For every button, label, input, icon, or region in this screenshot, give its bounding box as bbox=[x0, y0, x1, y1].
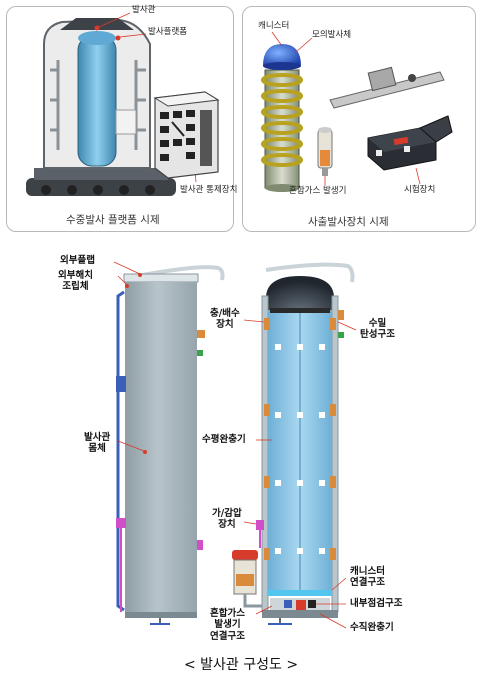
label-horizontal-buffer: 수평완충기 bbox=[202, 434, 246, 445]
caption-ejection-launcher: 사출발사장치 시제 bbox=[308, 216, 389, 228]
launch-control-unit-illustration bbox=[153, 91, 220, 179]
label-gas-generator-connector: 혼합가스 발생기 연결구조 bbox=[210, 608, 245, 642]
label-test-device: 시험장치 bbox=[404, 185, 436, 195]
canister-illustration bbox=[261, 69, 303, 192]
label-tube-body: 발사관 몸체 bbox=[84, 432, 111, 455]
tube-cross-section-illustration bbox=[232, 262, 355, 625]
label-mock-launcher: 모의발사체 bbox=[312, 30, 352, 40]
label-drain-device: 충/배수 장치 bbox=[210, 308, 240, 331]
label-pressure-device: 가/감압 장치 bbox=[212, 508, 242, 531]
label-water-seal: 수밀 탄성구조 bbox=[360, 318, 395, 341]
launch-platform-illustration bbox=[26, 18, 176, 196]
label-canister: 캐니스터 bbox=[258, 21, 290, 31]
tube-exterior-illustration bbox=[116, 265, 225, 625]
mock-launcher-illustration bbox=[263, 44, 301, 70]
label-inner-inspection: 내부점검구조 bbox=[350, 598, 403, 609]
label-canister-connector: 캐니스터 연결구조 bbox=[350, 566, 385, 589]
gas-generator-illustration bbox=[317, 127, 333, 176]
label-gas-generator: 혼합가스 발생기 bbox=[289, 186, 347, 196]
figure-title: < 발사관 구성도 > bbox=[183, 657, 299, 673]
label-outer-flap: 외부플랩 bbox=[60, 255, 95, 266]
label-launch-control-unit: 발사관 통제장치 bbox=[180, 185, 238, 195]
label-launch-tube: 발사관 bbox=[132, 5, 156, 15]
rail-assembly-illustration bbox=[329, 66, 445, 109]
test-device-illustration bbox=[367, 115, 453, 171]
label-vertical-buffer: 수직완충기 bbox=[350, 622, 394, 633]
label-launch-platform: 발사플랫폼 bbox=[148, 27, 188, 37]
caption-underwater-platform: 수중발사 플랫폼 시제 bbox=[66, 214, 160, 226]
label-outer-hatch: 외부해치 조립체 bbox=[58, 270, 93, 293]
